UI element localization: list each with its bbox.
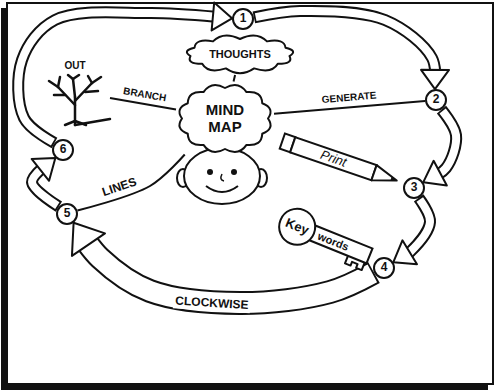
tree-branch <box>75 119 110 125</box>
tree-branch <box>73 75 79 79</box>
arrow-band-fill <box>74 223 374 303</box>
tree-branch <box>54 94 65 97</box>
step-number-circle: 3 <box>403 177 425 199</box>
edge-label-patch: CLOCKWISE <box>173 290 251 313</box>
edge-label-patch: BRANCH <box>120 80 170 106</box>
arrow-head <box>32 158 56 181</box>
edge-label-patch: GENERATE <box>318 85 378 108</box>
pencil-lead <box>390 177 397 183</box>
step-number-circle: 6 <box>52 139 74 161</box>
key-shaft <box>309 225 372 263</box>
step-number-circle: 1 <box>232 8 254 30</box>
figure-frame <box>7 3 493 384</box>
tree-branch <box>49 81 58 87</box>
cloud-outline <box>179 84 270 151</box>
smiling-face <box>184 148 260 204</box>
pencil-shape: Print <box>278 130 402 191</box>
circle-outline <box>426 90 446 110</box>
circle-outline <box>404 178 424 198</box>
arrow-head <box>72 223 105 256</box>
tree-branch <box>85 91 98 92</box>
arrow-head <box>212 3 232 31</box>
cloud-text: THOUGHTS <box>209 48 271 61</box>
face-nose <box>221 174 224 181</box>
circle-outline <box>233 9 253 29</box>
pencil-body <box>290 137 377 180</box>
tree-branch <box>88 76 92 83</box>
tree-branch <box>92 77 101 83</box>
tree-branch <box>58 77 60 87</box>
step-number-circle: 5 <box>56 203 78 225</box>
connector-path <box>77 155 184 211</box>
pencil-text: Print <box>318 147 348 170</box>
arrow-band-outline <box>32 158 59 207</box>
frame-shadow <box>1 8 7 390</box>
connector-line <box>234 75 236 82</box>
circle-outline <box>53 140 73 160</box>
thought-cloud: THOUGHTS <box>184 33 296 75</box>
key-bow <box>274 203 321 250</box>
callout-number: 4 <box>381 261 388 275</box>
face-smile <box>206 186 238 192</box>
cycle-arrow <box>423 110 456 186</box>
circle-outline <box>57 204 77 224</box>
cycle-arrow <box>72 223 374 303</box>
arrow-head <box>421 70 449 89</box>
cloud-outline <box>187 36 293 74</box>
head-text: MIND MAP <box>199 101 251 136</box>
step-number-circle: 4 <box>373 257 395 279</box>
edge-label: BRANCH <box>122 85 167 103</box>
cycle-arrow <box>393 198 430 264</box>
edge-label: GENERATE <box>321 90 377 106</box>
arrow-head <box>423 161 447 186</box>
callout-number: 1 <box>240 12 247 26</box>
key-shape: Keywords <box>271 201 379 276</box>
step-number-circle: 2 <box>425 89 447 111</box>
face-eye <box>231 169 237 175</box>
callout-number: 3 <box>411 181 418 195</box>
face-eye <box>207 169 213 175</box>
callout-number: 2 <box>433 93 440 107</box>
tree-branch <box>73 79 75 97</box>
tree-shape: OUT <box>40 59 110 125</box>
edge-label: CLOCKWISE <box>175 294 249 313</box>
connector-path <box>234 75 236 82</box>
arrow-head <box>393 240 417 264</box>
edge-label-patch: LINES <box>97 171 140 201</box>
tree-branch <box>65 121 75 125</box>
cycle-arrow <box>32 158 59 207</box>
edge-label: LINES <box>100 174 138 199</box>
callout-number: 6 <box>60 143 67 157</box>
arrow-band-outline <box>74 223 374 303</box>
circle-outline <box>374 258 394 278</box>
arrow-band-fill <box>32 158 59 207</box>
callout-number: 5 <box>64 207 71 221</box>
frame-shadow <box>1 384 488 390</box>
tree-text: OUT <box>40 59 110 72</box>
pencil-tip <box>371 165 399 188</box>
mind-map-head: MIND MAP <box>176 82 274 155</box>
connector-line <box>77 155 184 211</box>
